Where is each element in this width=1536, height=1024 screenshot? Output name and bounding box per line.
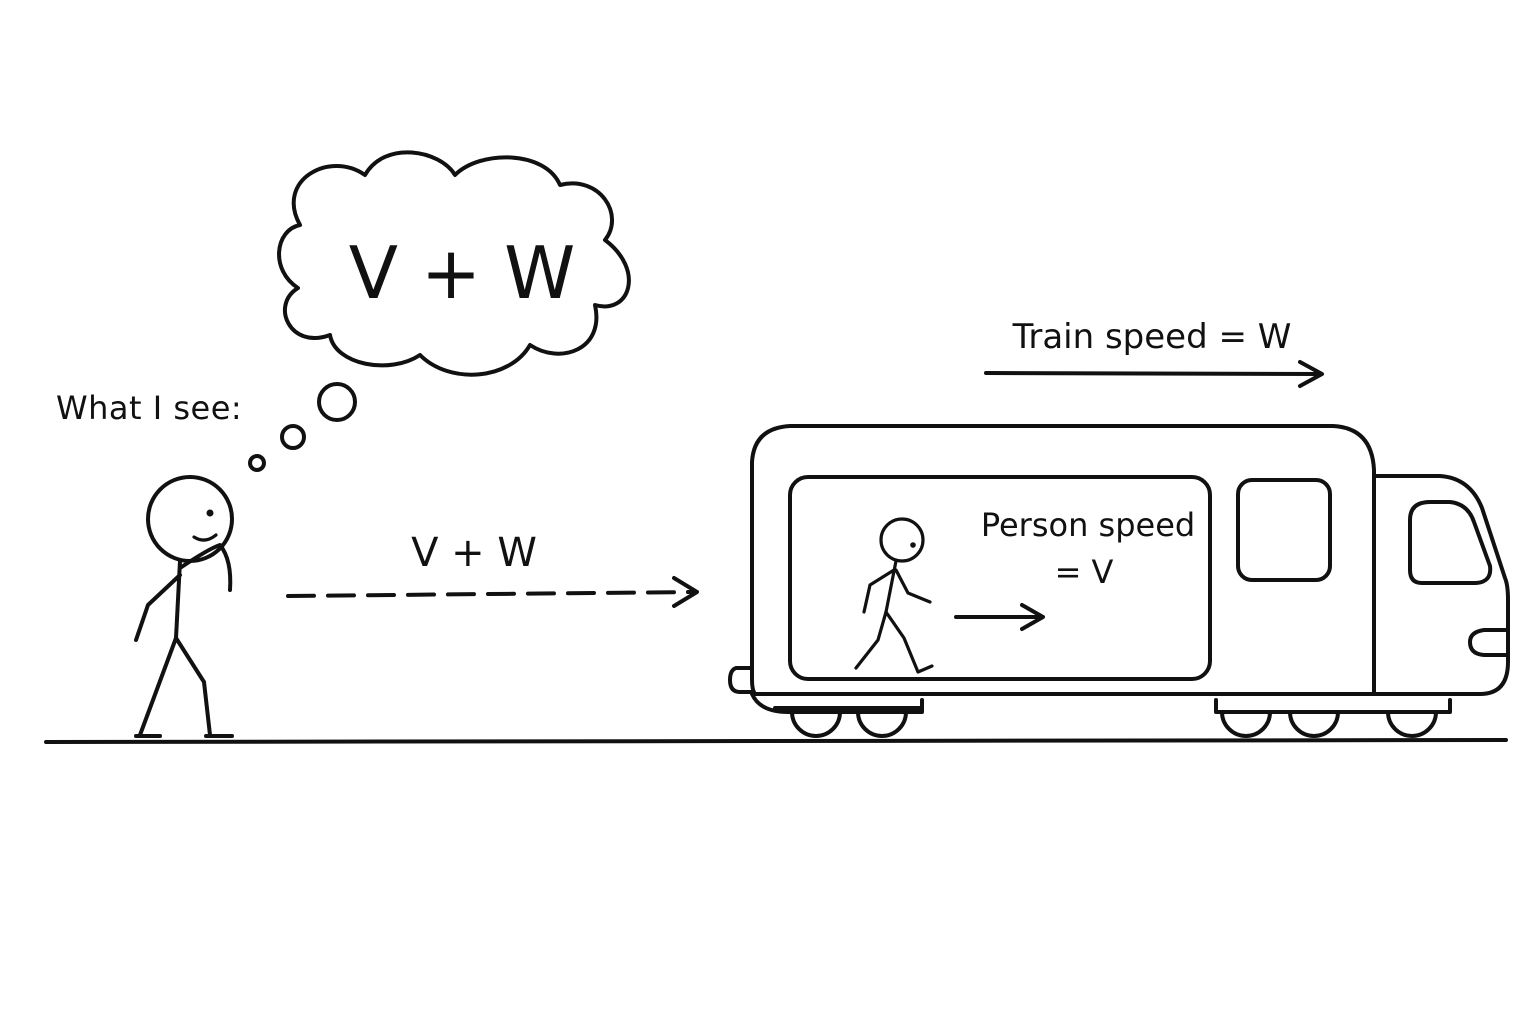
walking-stick-figure-icon (854, 517, 934, 674)
observed-speed-label: V + W (411, 530, 537, 576)
thought-text: V + W (349, 231, 576, 315)
train-small-window (1236, 478, 1332, 582)
train-car-icon (728, 424, 1510, 738)
person-speed-arrow (954, 603, 1045, 631)
train-big-window (788, 475, 1212, 681)
person-speed-label-line2: = V (1055, 553, 1114, 591)
train-speed-label: Train speed = W (1012, 317, 1292, 357)
observer-stick-figure-icon (134, 475, 234, 738)
person-speed-label-line1: Person speed (981, 506, 1195, 544)
ground-line (44, 738, 1508, 744)
train-speed-arrow (984, 360, 1324, 388)
thought-bubble-icon (248, 150, 631, 472)
observed-speed-dashed-arrow (286, 576, 699, 608)
what-i-see-label: What I see: (56, 389, 242, 427)
